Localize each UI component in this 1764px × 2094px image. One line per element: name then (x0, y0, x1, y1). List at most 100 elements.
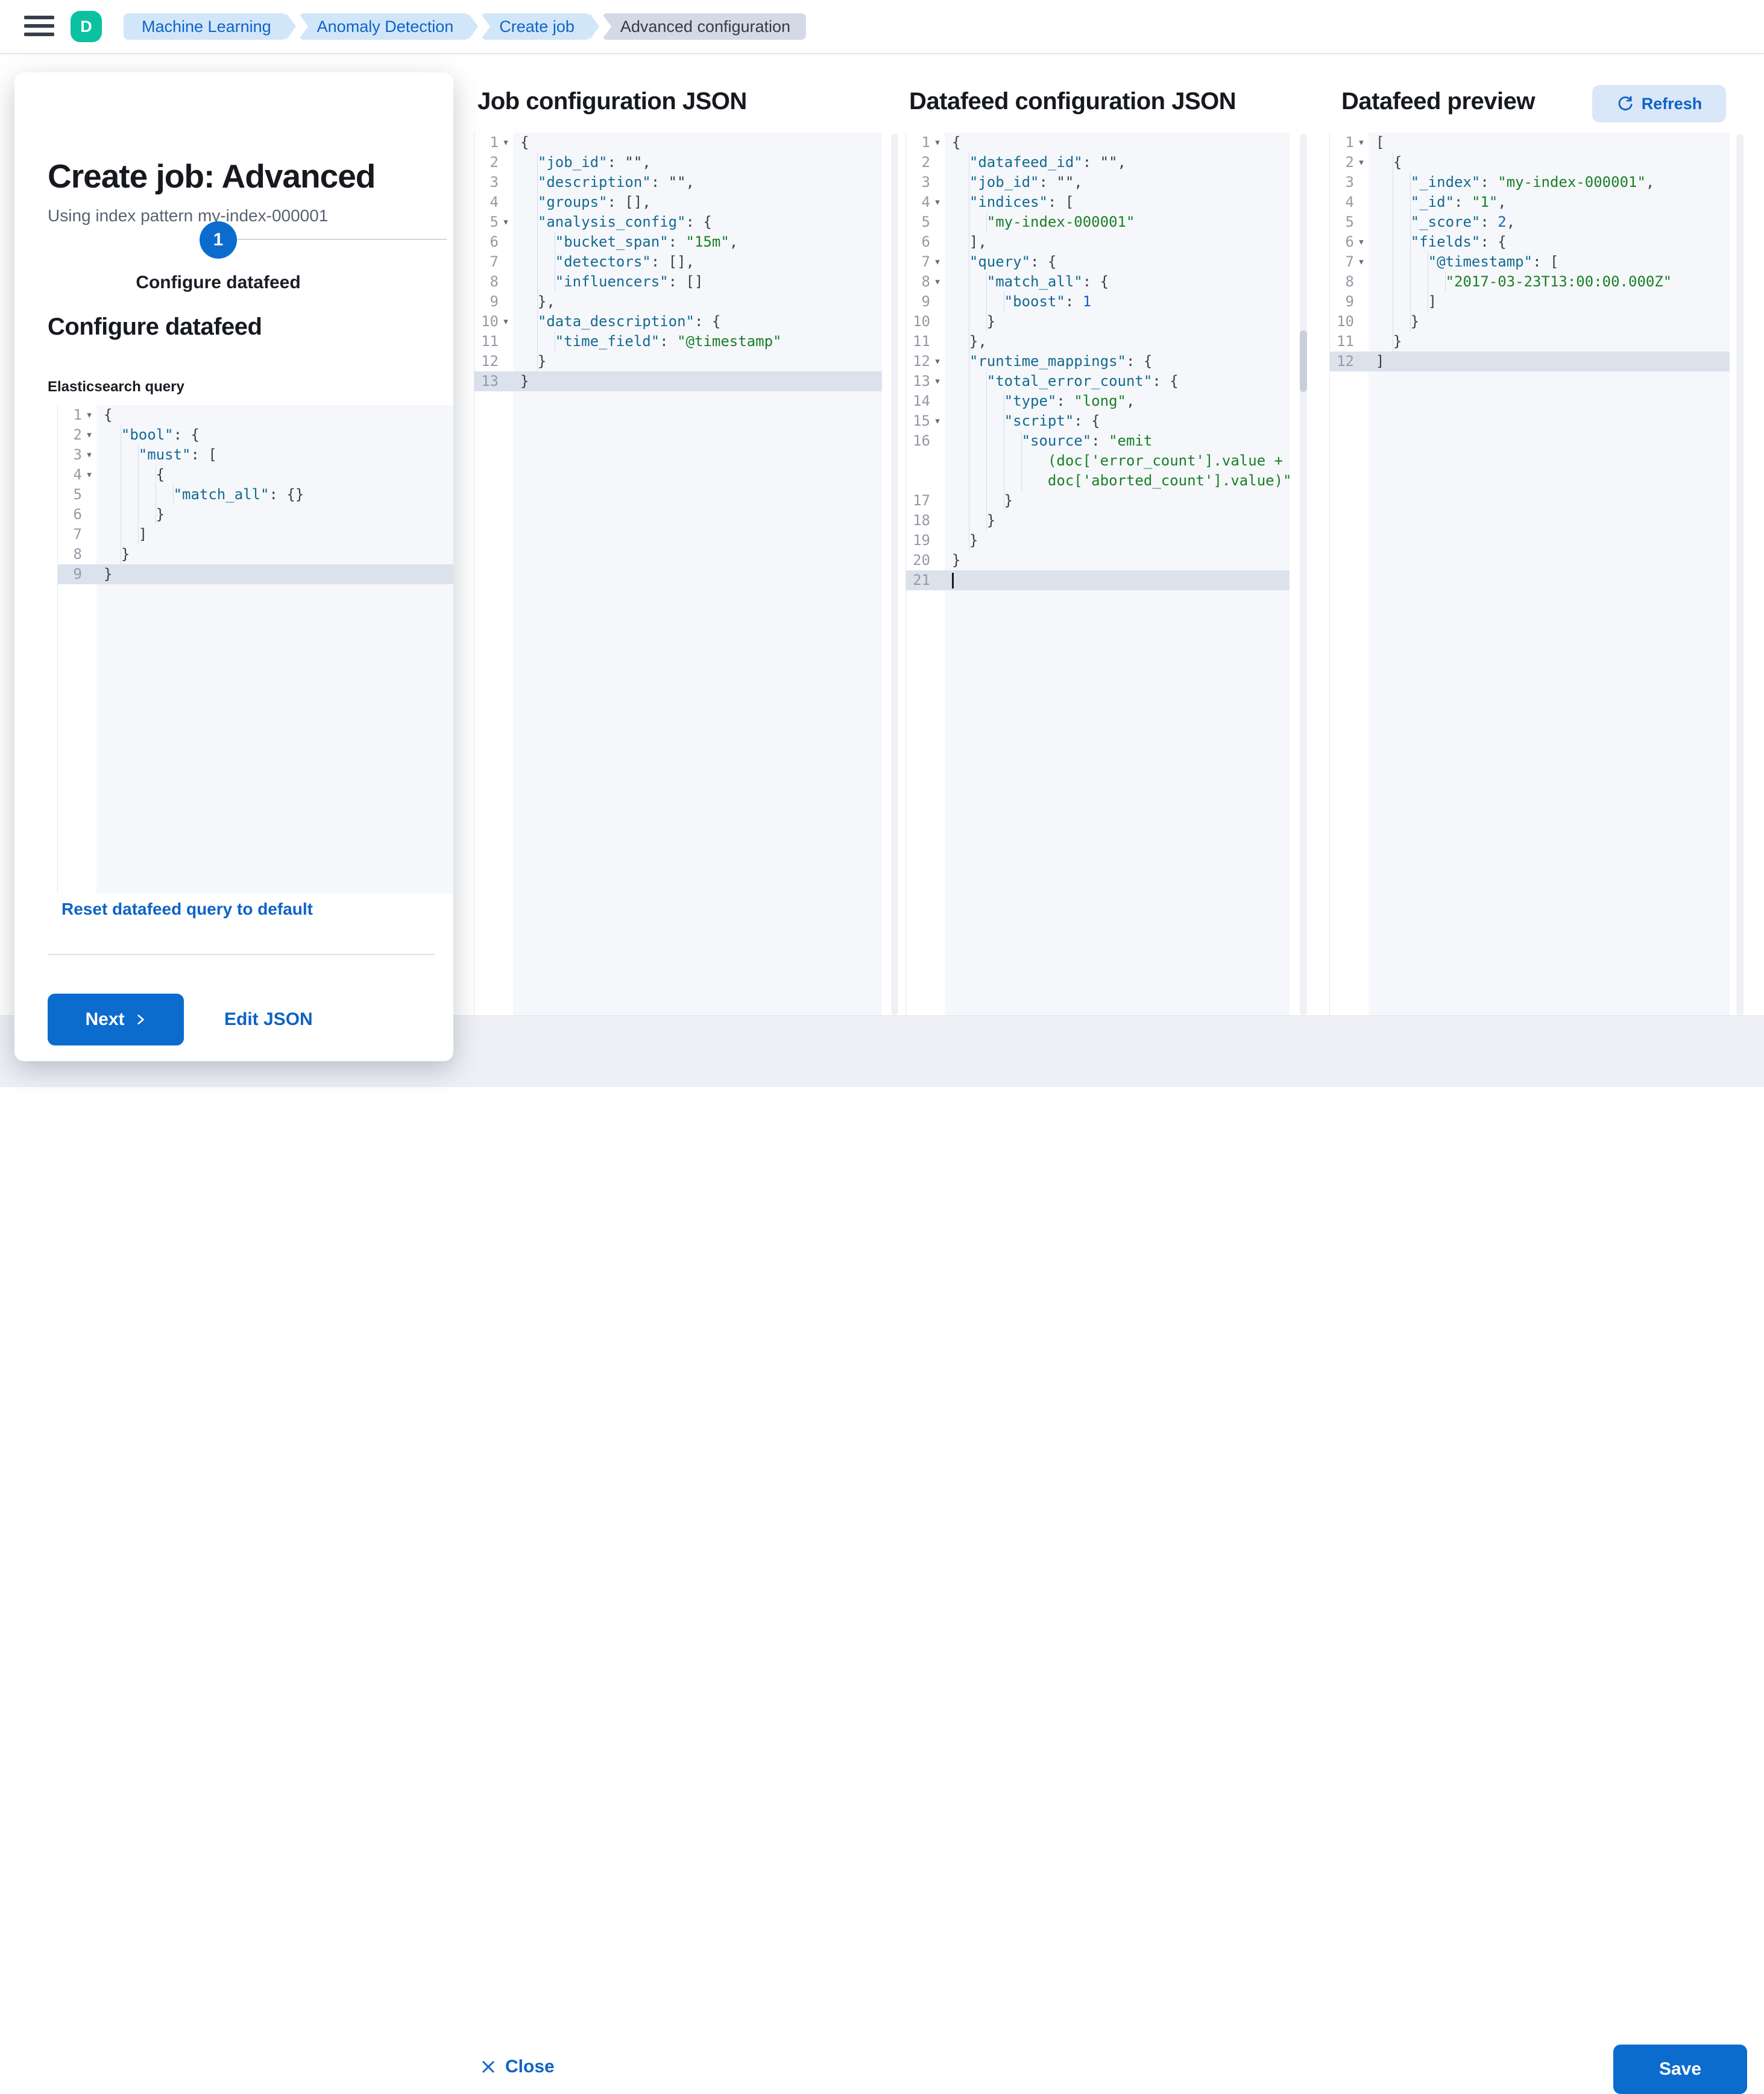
code-line: 10▾ "data_description": { (474, 312, 882, 332)
breadcrumb-item-3[interactable]: Create job (481, 13, 590, 40)
section-heading: Configure datafeed (48, 314, 262, 340)
fold-arrow-icon[interactable]: ▾ (935, 137, 940, 148)
breadcrumb-item-2[interactable]: Anomaly Detection (298, 13, 470, 40)
code-line: 9 "boost": 1 (906, 292, 1290, 312)
code-line: 13} (474, 371, 882, 391)
create-job-flyout: Create job: Advanced Using index pattern… (14, 72, 453, 1061)
code-line: 10 } (1330, 312, 1730, 332)
fold-arrow-icon[interactable]: ▾ (87, 429, 92, 440)
code-line: 3 "_index": "my-index-000001", (1330, 172, 1730, 192)
datafeed-preview-heading: Datafeed preview (1341, 88, 1536, 115)
fold-arrow-icon[interactable]: ▾ (935, 256, 940, 267)
fold-arrow-icon[interactable]: ▾ (935, 197, 940, 207)
code-line: 4▾ "indices": [ (906, 192, 1290, 212)
code-line: 17 } (906, 491, 1290, 511)
refresh-icon (1618, 96, 1633, 111)
datafeed-config-heading: Datafeed configuration JSON (909, 88, 1236, 115)
close-button[interactable]: Close (476, 2048, 558, 2086)
fold-arrow-icon[interactable]: ▾ (503, 216, 508, 227)
divider (48, 954, 435, 955)
code-line: 19 } (906, 531, 1290, 550)
fold-arrow-icon[interactable]: ▾ (87, 469, 92, 480)
elasticsearch-query-editor[interactable]: 1▾{2▾ "bool": {3▾ "must": [4▾ {5 "match_… (57, 405, 453, 894)
code-line: 3▾ "must": [ (58, 445, 453, 465)
code-line: 6 "bucket_span": "15m", (474, 232, 882, 252)
code-line: 7 "detectors": [], (474, 252, 882, 272)
elasticsearch-query-label: Elasticsearch query (48, 379, 184, 395)
fold-arrow-icon[interactable]: ▾ (935, 356, 940, 367)
code-line: 4▾ { (58, 465, 453, 485)
fold-arrow-icon[interactable]: ▾ (1359, 157, 1364, 168)
code-line: 1▾{ (906, 133, 1290, 153)
edit-json-link[interactable]: Edit JSON (224, 1009, 313, 1029)
code-line: 6 ], (906, 232, 1290, 252)
code-line: 3 "description": "", (474, 172, 882, 192)
code-line: 2 "datafeed_id": "", (906, 153, 1290, 172)
top-navigation-bar: D Machine Learning Anomaly Detection Creat… (0, 0, 1764, 54)
scrollbar-track[interactable] (891, 134, 898, 1015)
datafeed-preview-editor[interactable]: 1▾[2▾ {3 "_index": "my-index-000001",4 "… (1329, 133, 1730, 1015)
code-line: 11 "time_field": "@timestamp" (474, 332, 882, 352)
code-line: 12▾ "runtime_mappings": { (906, 352, 1290, 371)
datafeed-config-editor[interactable]: 1▾{2 "datafeed_id": "",3 "job_id": "",4▾… (906, 133, 1290, 1015)
scrollbar-track[interactable] (1736, 134, 1744, 1015)
close-icon (482, 2061, 494, 2073)
menu-icon[interactable] (24, 16, 54, 39)
code-line: 5 "my-index-000001" (906, 212, 1290, 232)
code-line: 8 "2017-03-23T13:00:00.000Z" (1330, 272, 1730, 292)
code-line: 8 "influencers": [] (474, 272, 882, 292)
code-line: 14 "type": "long", (906, 391, 1290, 411)
code-line: 9 ] (1330, 292, 1730, 312)
code-line: 1▾[ (1330, 133, 1730, 153)
code-line: 8 } (58, 544, 453, 564)
code-line: 9 }, (474, 292, 882, 312)
fold-arrow-icon[interactable]: ▾ (1359, 236, 1364, 247)
code-line: 13▾ "total_error_count": { (906, 371, 1290, 391)
breadcrumb-item-4: Advanced configuration (602, 13, 807, 40)
fold-arrow-icon[interactable]: ▾ (935, 276, 940, 287)
chevron-right-icon (137, 1015, 144, 1024)
code-line: 2▾ { (1330, 153, 1730, 172)
next-button[interactable]: Next (48, 994, 184, 1045)
code-line: (doc['error_count'].value + (906, 451, 1290, 471)
code-line: 7▾ "@timestamp": [ (1330, 252, 1730, 272)
fold-arrow-icon[interactable]: ▾ (1359, 256, 1364, 267)
code-line: 8▾ "match_all": { (906, 272, 1290, 292)
code-line: 5 "match_all": {} (58, 485, 453, 505)
fold-arrow-icon[interactable]: ▾ (1359, 137, 1364, 148)
fold-arrow-icon[interactable]: ▾ (503, 137, 508, 148)
step-label: Configure datafeed (136, 273, 301, 292)
save-button[interactable]: Save (1613, 2045, 1747, 2094)
page-title: Create job: Advanced (48, 157, 376, 195)
scrollbar-thumb[interactable] (1300, 330, 1307, 392)
code-line: 4 "_id": "1", (1330, 192, 1730, 212)
fold-arrow-icon[interactable]: ▾ (503, 316, 508, 327)
code-line: 6▾ "fields": { (1330, 232, 1730, 252)
job-config-editor[interactable]: 1▾{2 "job_id": "",3 "description": "",4 … (474, 133, 882, 1015)
code-line: 7 ] (58, 525, 453, 544)
code-line: 6 } (58, 505, 453, 525)
avatar[interactable]: D (71, 11, 102, 42)
code-line: 1▾{ (58, 405, 453, 425)
fold-arrow-icon[interactable]: ▾ (935, 376, 940, 386)
next-label: Next (85, 1009, 125, 1029)
code-line: 18 } (906, 511, 1290, 531)
refresh-label: Refresh (1641, 94, 1703, 113)
breadcrumb-item-1[interactable]: Machine Learning (124, 13, 287, 40)
code-line: 7▾ "query": { (906, 252, 1290, 272)
fold-arrow-icon[interactable]: ▾ (87, 409, 92, 420)
code-line: 4 "groups": [], (474, 192, 882, 212)
scrollbar-track[interactable] (1300, 134, 1307, 1015)
code-line: 1▾{ (474, 133, 882, 153)
reset-datafeed-query-link[interactable]: Reset datafeed query to default (61, 900, 313, 918)
code-line: 3 "job_id": "", (906, 172, 1290, 192)
index-pattern-subtitle: Using index pattern my-index-000001 (48, 206, 329, 225)
code-line: 9} (58, 564, 453, 584)
code-line: 12] (1330, 352, 1730, 371)
fold-arrow-icon[interactable]: ▾ (935, 415, 940, 426)
fold-arrow-icon[interactable]: ▾ (87, 449, 92, 460)
breadcrumb: Machine Learning Anomaly Detection Create … (124, 13, 818, 40)
code-line: 2 "job_id": "", (474, 153, 882, 172)
step-number-badge[interactable]: 1 (200, 221, 237, 259)
refresh-button[interactable]: Refresh (1592, 85, 1726, 122)
